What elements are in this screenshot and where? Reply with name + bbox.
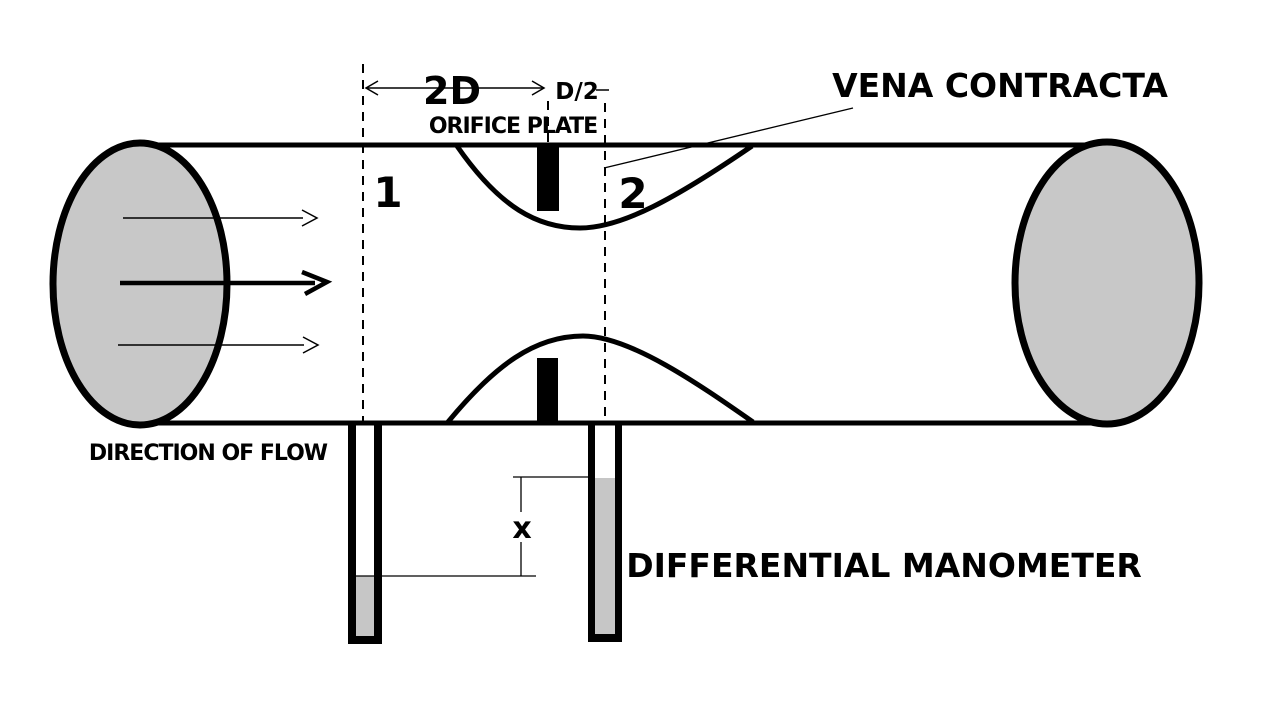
pipe-outlet-face [1011,138,1203,428]
flow-arrows [118,209,333,354]
manometer-left-tube [348,425,382,644]
contraction-curve-bottom [446,333,755,425]
downstream-tap-distance-label: D/2 [555,79,599,105]
section-lines [362,64,606,423]
vena-contracta-pointer-line [603,107,854,169]
left-tube-bottom-cap [348,636,382,644]
orifice-plate-bottom-half [537,358,558,422]
dimension-2d-right-arrowhead [531,80,546,96]
manometer-right-tube [588,425,622,642]
differential-manometer [348,425,622,644]
left-tube-liquid [356,576,374,636]
differential-manometer-label: DIFFERENTIAL MANOMETER [626,546,1142,585]
flow-arrow-top-head [301,209,319,227]
vena-contracta-label: VENA CONTRACTA [832,66,1168,105]
left-tube-left-wall [348,425,356,644]
right-tube-liquid [595,478,615,634]
orifice-plate-label: ORIFICE PLATE [429,114,597,139]
right-tube-right-wall [615,425,622,642]
contraction-curves [446,143,755,425]
dimension-2d-left-arrowhead [364,80,379,96]
right-tube-left-wall [588,425,595,642]
x-dimension-lines [352,476,588,577]
upstream-tap-distance-label: 2D [423,69,481,113]
flow-arrow-bottom-head [302,336,320,354]
flow-arrow-middle-head [301,269,333,296]
tap-dimension-lines [364,80,609,96]
left-tube-right-wall [374,425,382,644]
diagram-ink [49,64,1203,644]
right-tube-bottom-cap [588,634,622,642]
section-2-label: 2 [618,169,647,218]
contraction-curve-top [454,143,754,231]
section-1-label: 1 [373,168,402,217]
orifice-plate-top-half [537,145,559,211]
direction-of-flow-label: DIRECTION OF FLOW [89,441,328,466]
orifice-plate [537,145,559,422]
x-dimension-label: x [512,511,531,546]
